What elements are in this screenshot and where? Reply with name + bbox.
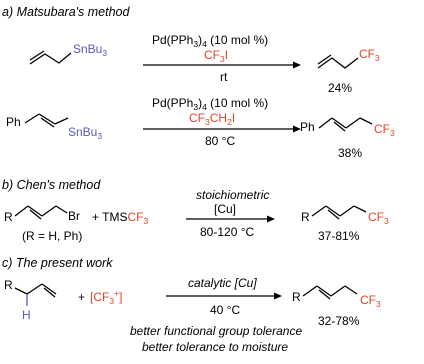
c-yield: 32-78% — [318, 314, 360, 328]
c-above-arrow: catalytic [Cu] — [188, 276, 257, 290]
svg-text:Ph: Ph — [6, 115, 21, 129]
a1-tin-label: SnBu — [73, 42, 102, 56]
a2-condition: 80 °C — [205, 134, 235, 148]
a2-arrow — [143, 125, 301, 133]
c-product-cf3: CF — [360, 293, 376, 307]
a2-product-cf3: CF — [374, 122, 390, 136]
svg-text:CF3: CF3 — [359, 47, 380, 63]
b-below-arrow: 80-120 °C — [200, 225, 254, 239]
svg-text:Br: Br — [68, 209, 80, 223]
b-product: R CF3 — [301, 205, 389, 226]
c-h-label: H — [22, 308, 31, 322]
svg-text:R: R — [301, 210, 310, 224]
a1-product-cf3: CF — [359, 47, 375, 61]
c-arrow — [166, 292, 282, 300]
a2-reactant: Ph SnBu3 — [6, 113, 102, 141]
a1-product: CF3 — [317, 47, 380, 69]
svg-text:R: R — [292, 290, 301, 304]
svg-text:SnBu3: SnBu3 — [68, 125, 102, 141]
svg-text:R: R — [4, 278, 13, 292]
a2-yield: 38% — [338, 146, 362, 160]
svg-text:CF3: CF3 — [368, 210, 389, 226]
svg-text:R: R — [4, 210, 13, 224]
b-arrow — [186, 215, 275, 223]
a2-product: Ph CF3 — [300, 117, 395, 138]
a1-condition: rt — [220, 70, 228, 84]
b-yield: 37-81% — [318, 229, 360, 243]
svg-text:CF3: CF3 — [374, 122, 395, 138]
svg-text:SnBu3: SnBu3 — [73, 42, 107, 58]
c-note-1: better functional group tolerance — [130, 324, 302, 338]
a2-catalyst: Pd(PPh3)4 (10 mol %) — [152, 96, 268, 112]
section-c-title: c) The present work — [2, 256, 113, 270]
a2-reagent: CF3CH2I — [189, 111, 235, 127]
b-reagent: + TMSCF3 — [92, 210, 148, 226]
c-below-arrow: 40 °C — [210, 303, 240, 317]
c-product: R CF3 — [292, 285, 381, 309]
b-above-arrow-1: stoichiometric — [196, 188, 269, 202]
a1-reactant: SnBu3 — [29, 42, 107, 65]
b-product-cf3: CF — [368, 210, 384, 224]
svg-text:Ph: Ph — [300, 120, 315, 134]
c-note-2: better tolerance to moisture — [142, 340, 288, 354]
svg-text:CF3: CF3 — [360, 293, 381, 309]
section-b-title: b) Chen's method — [2, 178, 101, 192]
b-above-arrow-2: [Cu] — [214, 202, 236, 216]
a1-yield: 24% — [328, 81, 352, 95]
a1-arrow — [143, 61, 301, 69]
c-reactant: R H — [4, 278, 57, 322]
a1-catalyst: Pd(PPh3)4 (10 mol %) — [152, 33, 268, 49]
c-reagent: +[CF3+] — [78, 288, 122, 306]
b-reactant: R Br — [4, 205, 80, 224]
section-a-title: a) Matsubara's method — [2, 5, 130, 19]
a1-cf3i: CF3I — [204, 48, 228, 64]
a2-tin-label: SnBu — [68, 125, 97, 139]
b-r-note: (R = H, Ph) — [22, 229, 82, 243]
